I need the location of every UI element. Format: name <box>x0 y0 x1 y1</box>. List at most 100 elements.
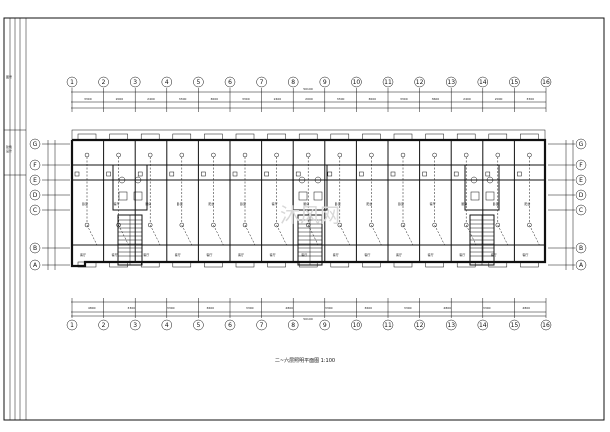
top-axis-10: 10 <box>351 76 362 88</box>
bottom-axis-2-circle <box>98 319 109 331</box>
lamp-icon <box>116 152 121 158</box>
top-axis-12-label: 12 <box>416 79 424 86</box>
bottom-dim-label: 4800 <box>522 306 530 310</box>
bottom-axis-7-label: 7 <box>260 322 264 329</box>
circuit-line <box>497 224 509 246</box>
switch-icon <box>201 171 206 177</box>
lamp-icon <box>400 152 406 158</box>
circuit-line <box>86 224 98 246</box>
lamp-icon <box>116 222 121 228</box>
room-label: 客厅 <box>301 252 307 257</box>
bottom-dim-label: 3300 <box>404 306 412 310</box>
left-axis-G-circle <box>29 138 41 150</box>
left-axis-C-label: C <box>33 207 37 214</box>
right-axis-C: C <box>575 204 587 216</box>
left-axis-C: C <box>29 204 41 216</box>
left-axis-E-circle <box>29 174 41 186</box>
window-bottom <box>520 261 539 268</box>
bottom-dim-label: 3300 <box>246 306 254 310</box>
left-axis-C-circle <box>29 204 41 216</box>
room-label: 客厅 <box>522 252 528 257</box>
lamp-icon <box>84 152 90 158</box>
window-bottom <box>235 261 255 268</box>
lamp-icon <box>337 222 343 228</box>
bottom-axis-16: 16 <box>540 319 552 331</box>
window-top <box>425 133 444 141</box>
window-top <box>393 133 413 141</box>
top-axis-13: 13 <box>445 76 457 88</box>
circuit-line <box>149 224 161 246</box>
right-axis-D-label: D <box>579 192 584 199</box>
room-label: 客厅 <box>112 252 118 257</box>
right-axis-E: E <box>575 174 587 186</box>
bottom-axis-12-label: 12 <box>416 322 424 329</box>
fixture-icon <box>314 176 322 184</box>
bottom-axis-3-circle <box>129 319 141 331</box>
top-axis-13-circle <box>445 76 457 88</box>
top-axis-9: 9 <box>319 76 331 88</box>
fixture-icon <box>470 176 478 184</box>
bottom-axis-9: 9 <box>319 319 331 331</box>
top-dim-label: 2000 <box>305 97 313 101</box>
lighting-circuits <box>74 152 540 246</box>
switch-icon <box>232 171 238 177</box>
room-label: 客厅 <box>143 252 149 257</box>
top-axis-4-label: 4 <box>165 79 169 86</box>
left-axis-F-label: F <box>33 162 37 169</box>
fixture-icon <box>133 191 143 201</box>
room-label: 客厅 <box>428 252 434 257</box>
lamp-icon <box>211 152 216 158</box>
room-label: 客厅 <box>80 252 86 257</box>
top-axis-5-label: 5 <box>196 79 200 86</box>
top-axis-9-circle <box>319 76 331 88</box>
switch-icon <box>390 171 396 177</box>
left-axis-D-label: D <box>33 192 38 199</box>
room-label: 厨房 <box>145 201 151 206</box>
bottom-axis-16-circle <box>540 319 552 331</box>
lamp-icon <box>84 222 90 228</box>
top-axis-2-label: 2 <box>102 79 106 86</box>
top-axis-10-circle <box>351 76 362 88</box>
top-dim-label: 2400 <box>274 97 282 101</box>
bottom-dim-label: 4800 <box>285 306 293 310</box>
top-dim-label: 3300 <box>526 97 534 101</box>
circuit-line <box>465 224 477 246</box>
top-dim-label: 3600 <box>210 97 218 101</box>
top-dim-label: 2400 <box>147 97 155 101</box>
room-label: 客厅 <box>396 252 402 257</box>
bottom-axis-8-label: 8 <box>291 322 295 329</box>
window-bottom <box>204 261 223 268</box>
circuit-line <box>529 224 540 246</box>
window-bottom <box>330 261 350 268</box>
top-axis-6-circle <box>224 76 236 88</box>
top-axis-15-circle <box>509 76 520 88</box>
right-axis-C-circle <box>575 204 587 216</box>
circuit-line <box>181 224 193 246</box>
room-label: 卧室 <box>398 201 404 206</box>
bottom-axis-13: 13 <box>445 319 457 331</box>
stairwell <box>292 164 328 266</box>
room-label: 阳台 <box>366 201 372 206</box>
right-axis-A-label: A <box>579 262 584 269</box>
top-dim-label: 3300 <box>337 97 345 101</box>
fixture-icon <box>470 191 480 201</box>
bottom-axis-5-circle <box>193 319 204 331</box>
top-axis-9-label: 9 <box>323 79 327 86</box>
window-top <box>235 133 255 141</box>
right-axis-B-circle <box>575 242 587 254</box>
right-axis-F-label: F <box>579 162 583 169</box>
switch-icon <box>106 171 111 177</box>
right-axis-B: B <box>575 242 587 254</box>
lamp-icon <box>527 222 532 228</box>
window-bottom <box>393 261 413 268</box>
circuit-line <box>244 224 256 246</box>
top-axis-2-circle <box>98 76 109 88</box>
stairwell <box>464 164 500 266</box>
room-label: 客厅 <box>491 252 497 257</box>
lamp-icon <box>432 152 437 158</box>
lamp-icon <box>400 222 406 228</box>
room-label: 客厅 <box>364 252 370 257</box>
top-axis-16: 16 <box>540 76 552 88</box>
room-label: 客厅 <box>272 201 278 206</box>
